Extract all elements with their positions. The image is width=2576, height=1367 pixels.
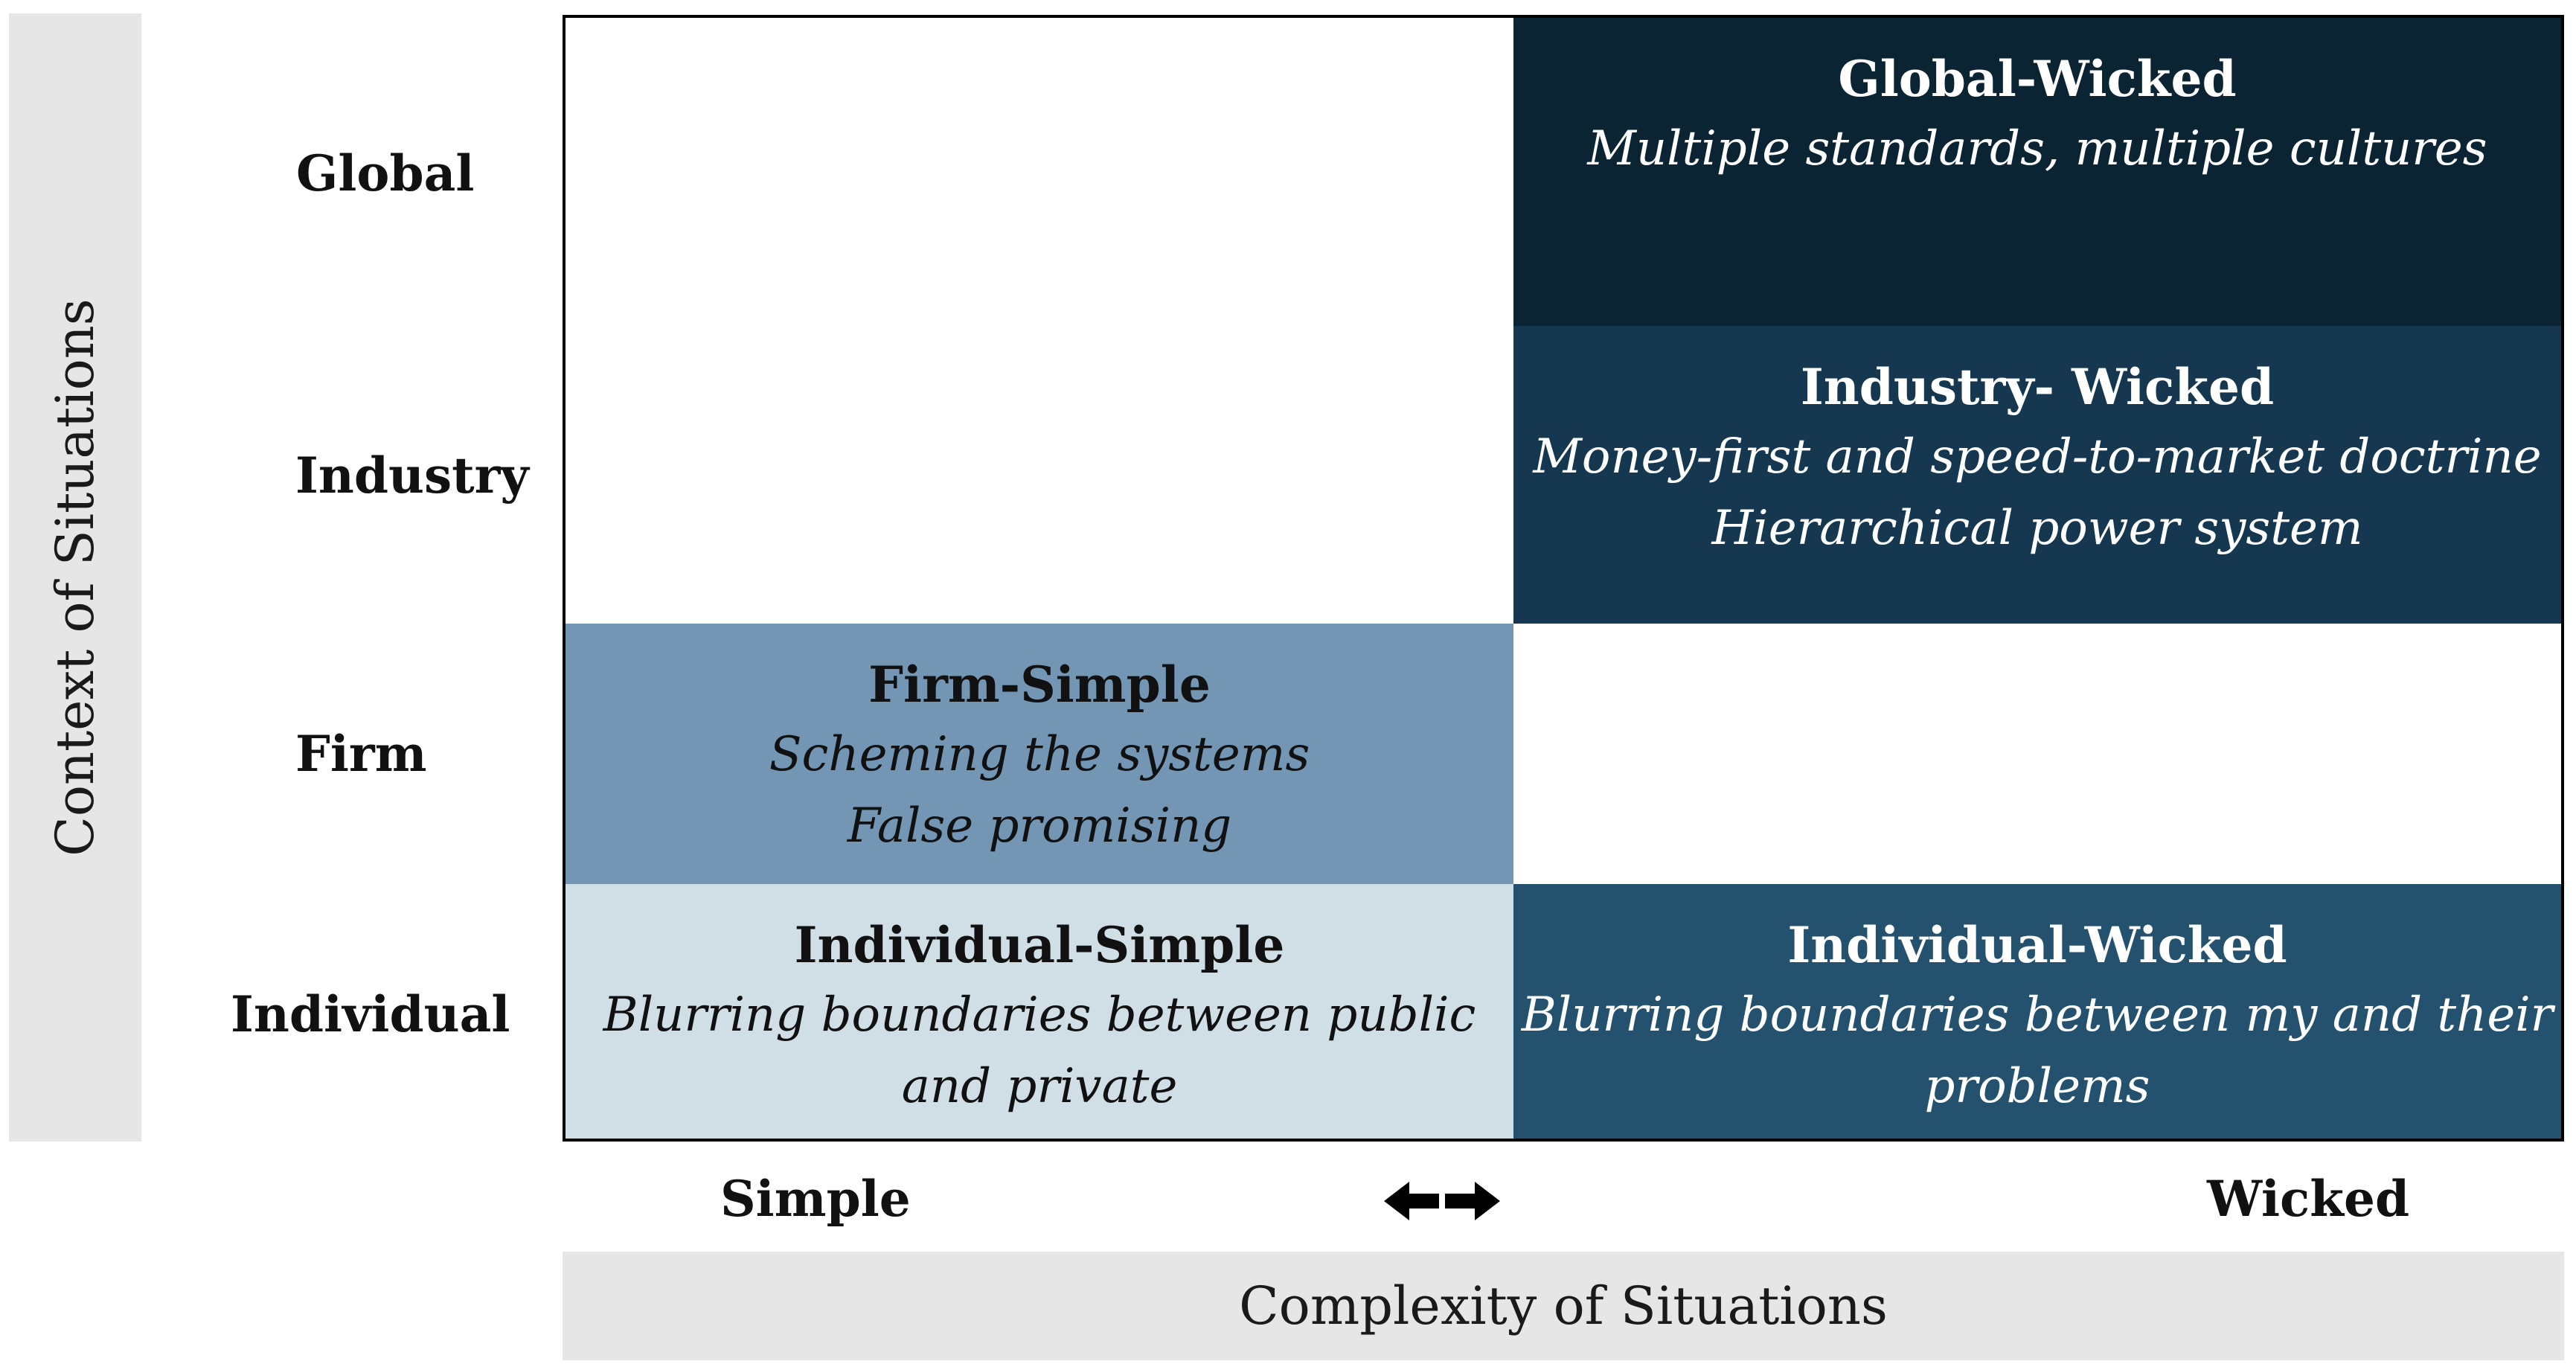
cell-title: Global-Wicked — [1838, 50, 2237, 108]
cell-industry-wicked: Industry- Wicked Money-first and speed-t… — [1513, 326, 2561, 624]
cell-text-line: Scheming the systems — [769, 727, 1310, 782]
row-label-industry: Industry — [295, 446, 529, 505]
cell-text-line: False promising — [847, 798, 1232, 854]
cell-title: Individual-Wicked — [1787, 916, 2287, 974]
row-label-firm: Firm — [295, 725, 427, 783]
cell-text-line: and private — [901, 1059, 1178, 1114]
cell-text-line: Blurring boundaries between my and their — [1521, 987, 2554, 1043]
cell-text-line: Blurring boundaries between public — [603, 987, 1476, 1043]
cell-text-line: problems — [1924, 1059, 2150, 1114]
cell-individual-simple: Individual-Simple Blurring boundaries be… — [565, 884, 1513, 1139]
double-arrow-icon — [1384, 1182, 1500, 1220]
cell-firm-simple: Firm-Simple Scheming the systems False p… — [565, 624, 1513, 884]
cell-individual-wicked: Individual-Wicked Blurring boundaries be… — [1513, 884, 2561, 1139]
x-axis-high-label: Wicked — [2207, 1170, 2410, 1228]
x-axis-title: Complexity of Situations — [563, 1252, 2564, 1360]
cell-title: Individual-Simple — [794, 916, 1285, 974]
cell-title: Industry- Wicked — [1800, 358, 2275, 416]
x-axis-low-label: Simple — [720, 1170, 911, 1228]
cell-global-wicked: Global-Wicked Multiple standards, multip… — [1513, 18, 2561, 326]
cell-text-line: Money-first and speed-to-market doctrine — [1533, 429, 2542, 484]
row-label-individual: Individual — [231, 985, 510, 1043]
cell-title: Firm-Simple — [868, 656, 1211, 714]
row-label-global: Global — [296, 144, 475, 202]
cell-text-line: Multiple standards, multiple cultures — [1587, 121, 2487, 176]
situation-matrix: Global-Wicked Multiple standards, multip… — [563, 15, 2564, 1142]
y-axis-band — [9, 13, 141, 1142]
cell-text-line: Hierarchical power system — [1711, 501, 2363, 556]
y-axis-title: Context of Situations — [45, 298, 106, 857]
